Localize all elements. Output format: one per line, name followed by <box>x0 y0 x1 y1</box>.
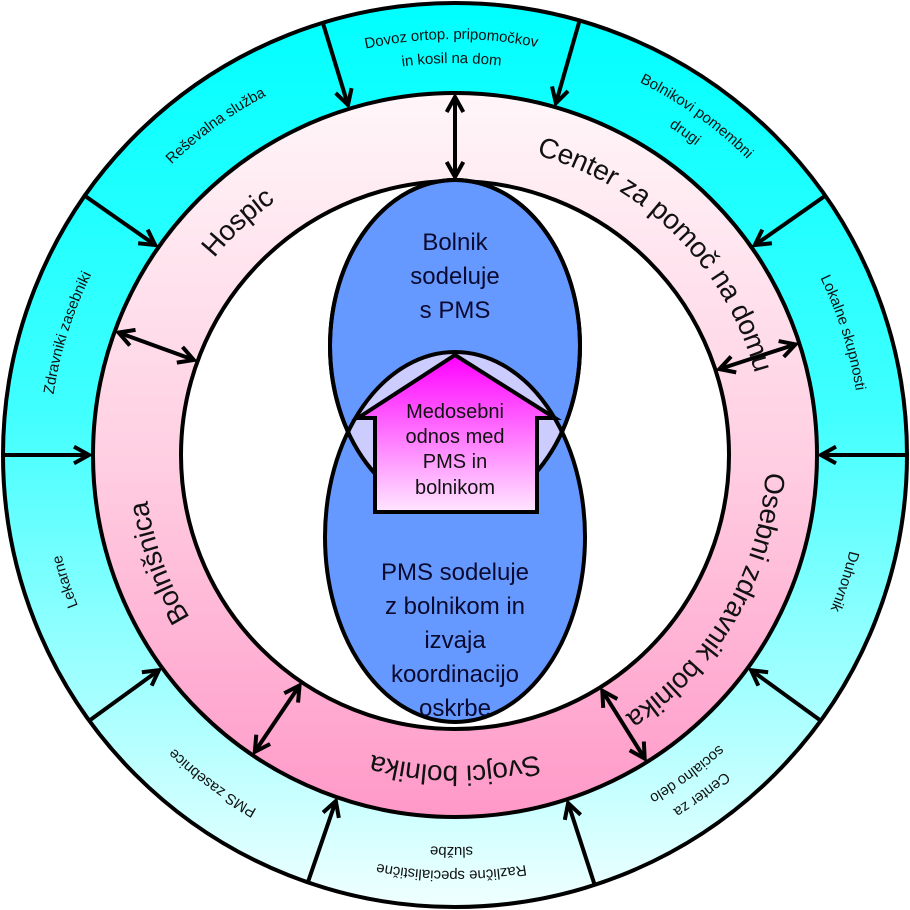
double-arrows <box>119 97 796 759</box>
arrow-outer-to-middle <box>755 194 827 245</box>
segment-label-razlicne: službe <box>430 842 474 860</box>
arrow-outer-to-middle <box>556 19 582 104</box>
arrow-outer-to-middle <box>88 670 159 723</box>
double-arrow <box>602 691 644 759</box>
top-ellipse-text: sodeluje <box>410 263 499 290</box>
arrow-outer-to-middle <box>320 22 348 105</box>
double-arrow <box>255 685 300 751</box>
arrow-outer-to-middle <box>305 801 336 884</box>
top-ellipse-text: Bolnik <box>422 229 488 256</box>
segment-label-dovoz: in kosil na dom <box>401 50 503 71</box>
bottom-ellipse-text: koordinacijo <box>391 661 519 688</box>
house-text: PMS in <box>423 451 487 473</box>
house-text: Medosebni <box>406 401 504 423</box>
top-ellipse-text: s PMS <box>420 297 491 324</box>
arrow-outer-to-middle <box>751 670 822 723</box>
bottom-ellipse-text: oskrbe <box>419 695 491 722</box>
house-text: odnos med <box>406 426 505 448</box>
bottom-ellipse-text: izvaja <box>424 627 486 654</box>
house-text: bolnikom <box>415 477 495 499</box>
double-arrow <box>119 333 194 360</box>
bottom-ellipse-text: PMS sodeluje <box>381 559 529 586</box>
arrow-outer-to-middle <box>83 194 155 245</box>
segment-dividers <box>3 19 907 886</box>
bottom-ellipse-text: z bolnikom in <box>385 593 525 620</box>
double-arrow <box>719 344 795 369</box>
arrow-outer-to-middle <box>568 803 597 886</box>
house-arrow-shape <box>351 352 562 514</box>
